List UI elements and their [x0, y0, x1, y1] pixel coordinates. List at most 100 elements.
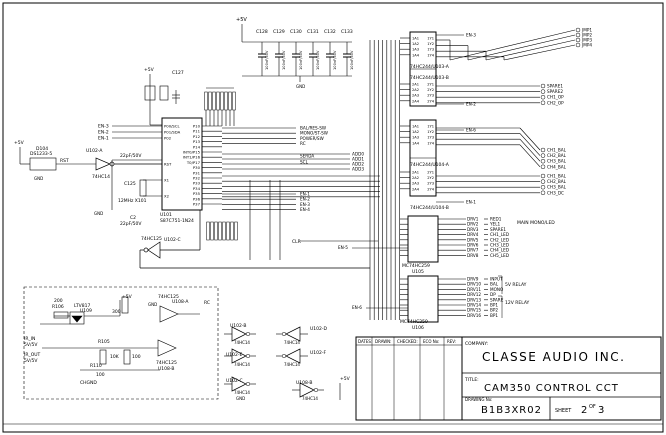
- u102c-inverter: U102-C 74HC125: [139, 210, 370, 269]
- port-labels: BAL/RES-SWMONO/ST-SWPOWER/SWRCSERDASCLAD…: [222, 126, 380, 212]
- spare-label: CH1_OP: [547, 95, 564, 100]
- net-ir-in-v: 5V/5V: [24, 342, 38, 348]
- tb-sheet-of: OF: [589, 404, 596, 410]
- net-ir-out: IR_OUT: [24, 352, 41, 358]
- buffer-u103: 74HC244/U103-A 74HC244/U103-B: [409, 31, 450, 107]
- mcu-pin-right: P12: [193, 134, 201, 139]
- relay-out-label: BAL: [490, 282, 499, 287]
- u105-ref: U105: [412, 269, 424, 275]
- tb-company-label: COMPANY:: [465, 341, 488, 347]
- spare-inverters: 74HC1474HC1474HC1474HC1474HC1474HC14U102…: [224, 323, 351, 401]
- net-gnd-xtal: GND: [94, 211, 103, 216]
- net-ir-in: IR_IN: [24, 336, 35, 342]
- r106-val: 200: [54, 298, 63, 304]
- drv-label: DRV4: [467, 232, 479, 237]
- series-resistor: [230, 221, 234, 241]
- net-clr: CLR: [292, 239, 301, 245]
- buf-out-pin: 2Y2: [427, 176, 434, 180]
- mcu-pin-left: X1: [164, 178, 170, 183]
- inverter-bubble: [245, 353, 251, 359]
- net-rst: RST: [60, 158, 69, 164]
- u101-part: S87C751-1N24: [160, 218, 194, 224]
- mcu-pin-right: P34: [193, 186, 201, 191]
- mcu-pin-right: INT1/P16: [183, 155, 201, 160]
- buf-out-pin: 1Y1: [427, 125, 434, 129]
- addr-label: ADD2: [352, 162, 364, 167]
- spare-terminal: [540, 89, 546, 94]
- mcu-pin-left: P00/SCL: [164, 124, 180, 129]
- pullup-resistor: [228, 91, 232, 111]
- u104b-ref: 74HC244/U104-B: [410, 205, 449, 211]
- cap-value: 100nF/50V: [350, 50, 354, 70]
- c2-ref: C2: [130, 215, 136, 221]
- buf-in-pin: 2A1: [412, 171, 419, 175]
- resistor-pack: [204, 87, 238, 241]
- mcu-pin-right: P11: [193, 129, 201, 134]
- led-label: CH2_LED: [490, 237, 509, 242]
- buf-in-pin: 2A4: [412, 99, 420, 103]
- inverter-bubble: [313, 387, 319, 393]
- inverter-part: 74HC14: [302, 396, 318, 401]
- addr-label: ADD1: [352, 157, 364, 162]
- u102a-part: 74HC14: [92, 174, 110, 180]
- u102c-ref: U102-C: [164, 237, 181, 243]
- mcu-pin-left: P02: [164, 136, 172, 141]
- drv-label: DRV3: [467, 227, 479, 232]
- buf-in-pin: 1A3: [412, 136, 419, 140]
- series-resistor: [226, 221, 230, 241]
- drv-label: DRV13: [467, 297, 481, 302]
- buf-out-pin: 1Y3: [427, 48, 434, 52]
- chbalb-label: CH3_BAL: [547, 185, 567, 190]
- spare-terminal: [540, 83, 546, 89]
- chbal-label: CH2_BAL: [547, 153, 567, 158]
- chbalb-terminal: [540, 173, 546, 179]
- led-label: RED1: [490, 217, 502, 222]
- inverter-bubble: [245, 381, 251, 387]
- chbal-terminal: [540, 158, 546, 164]
- buffer-outputs: JMP1JMP2JMP3JMP4SPARE1SPARE2CH1_OPCH2_OP…: [436, 28, 592, 195]
- addr-label: ADD3: [352, 167, 364, 172]
- clr-net: CLR: [249, 180, 378, 260]
- cap-ref-c128: C128: [256, 29, 268, 35]
- chbal-run: [519, 138, 541, 162]
- enable-lines-right: EN-3EN-2EN-6EN-1EN-5EN-6: [338, 33, 476, 311]
- tb-sheet-label: SHEET: [555, 408, 572, 414]
- buf-in-pin: 2A1: [412, 83, 419, 87]
- tb-company-name: CLASSE AUDIO INC.: [482, 350, 625, 364]
- pullup-resistor: [208, 91, 212, 111]
- addr-left-label: SERDA: [300, 154, 314, 159]
- en-bus-label: EN-4: [300, 207, 310, 212]
- mcu-pins: P00/SCLP01/SDAP02RSTX1X2P10P11P12P13P14I…: [164, 124, 222, 207]
- mcu-pin-left: X2: [164, 194, 170, 199]
- port-label: MONO/ST-SW: [300, 131, 328, 136]
- tb-drawing-label: DRAWING No:: [465, 397, 493, 402]
- tb-title: CAM350 CONTROL CCT: [484, 383, 619, 394]
- net-rc: RC: [204, 300, 210, 306]
- relay-labels: MAIN MONO/LED 5V RELAY 12V RELAY: [498, 220, 555, 318]
- buf-in-pin: 1A1: [412, 125, 419, 129]
- title-block: DATES: DRAWN: CHECKED: ECO No: REV: COMP…: [355, 336, 662, 421]
- buf-out-pin: 1Y4: [427, 53, 434, 57]
- cap-value: 100nF/50V: [316, 50, 320, 70]
- chbal-label: CH3_BAL: [547, 159, 567, 164]
- buf-out-pin: 2Y4: [427, 187, 434, 191]
- led-label: CH4_LED: [490, 248, 509, 253]
- drv-label: DRV14: [467, 303, 481, 308]
- drv-label: DRV8: [467, 253, 479, 258]
- cap-row: C128100nF/50VC129100nF/50VC130100nF/50VC…: [256, 29, 354, 76]
- r110-val: 100: [96, 372, 105, 378]
- chbal-terminal: [540, 153, 546, 158]
- drv-label: DRV16: [467, 313, 481, 318]
- en-label-en-2: EN-2: [98, 130, 109, 136]
- enable-lines-left: EN-3EN-2EN-1: [98, 124, 162, 142]
- led-label: SPARE1: [490, 227, 506, 232]
- mcu-pin-left: P01/SDA: [164, 130, 181, 135]
- buf-in-pin: 2A2: [412, 88, 419, 92]
- inverter-bubble: [245, 331, 251, 337]
- led-label: CH5_LED: [490, 253, 509, 258]
- u108-part-a: 74HC125: [141, 236, 162, 242]
- relay-out-label: BP1: [490, 313, 498, 318]
